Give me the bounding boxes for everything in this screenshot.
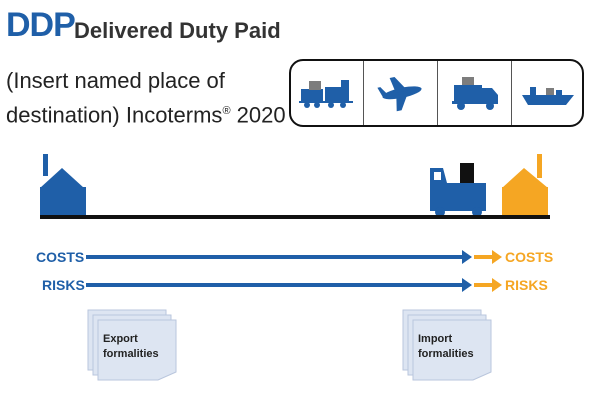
- transport-modes-box: [289, 59, 584, 127]
- airplane-icon: [364, 61, 437, 125]
- title-abbreviation: DDP: [6, 6, 76, 44]
- train-icon: [291, 61, 363, 125]
- delivery-truck-icon: [430, 163, 486, 217]
- risks-seller-label: RISKS: [42, 277, 85, 293]
- transport-divider: [437, 61, 438, 125]
- transport-divider: [363, 61, 364, 125]
- export-formalities-label: Export formalities: [103, 332, 159, 362]
- ground-line: [40, 215, 550, 219]
- export-label-line-1: Export: [103, 333, 138, 345]
- import-label-line-2: formalities: [418, 348, 474, 360]
- costs-seller-label: COSTS: [36, 249, 85, 265]
- title-full-name: Delivered Duty Paid: [74, 18, 281, 43]
- transport-divider: [511, 61, 512, 125]
- buyer-warehouse-icon: [502, 154, 548, 216]
- import-formalities-label: Import formalities: [418, 332, 474, 362]
- subtitle-year: 2020: [230, 102, 286, 128]
- subtitle-line-2-text: destination) Incoterms: [6, 102, 223, 128]
- subtitle: (Insert named place of destination) Inco…: [6, 66, 296, 130]
- import-label-line-1: Import: [418, 333, 453, 345]
- risks-buyer-arrow: [474, 278, 502, 292]
- risks-buyer-label: RISKS: [505, 277, 548, 293]
- costs-buyer-label: COSTS: [505, 249, 554, 265]
- subtitle-line-2: destination) Incoterms® 2020: [6, 96, 296, 130]
- costs-buyer-arrow: [474, 250, 502, 264]
- truck-icon: [438, 61, 511, 125]
- seller-warehouse-icon: [40, 154, 86, 216]
- export-label-line-2: formalities: [103, 348, 159, 360]
- costs-seller-arrow: [86, 250, 472, 264]
- registered-mark: ®: [222, 105, 231, 117]
- subtitle-line-1: (Insert named place of: [6, 68, 225, 93]
- ship-icon: [512, 61, 584, 125]
- risks-seller-arrow: [86, 278, 472, 292]
